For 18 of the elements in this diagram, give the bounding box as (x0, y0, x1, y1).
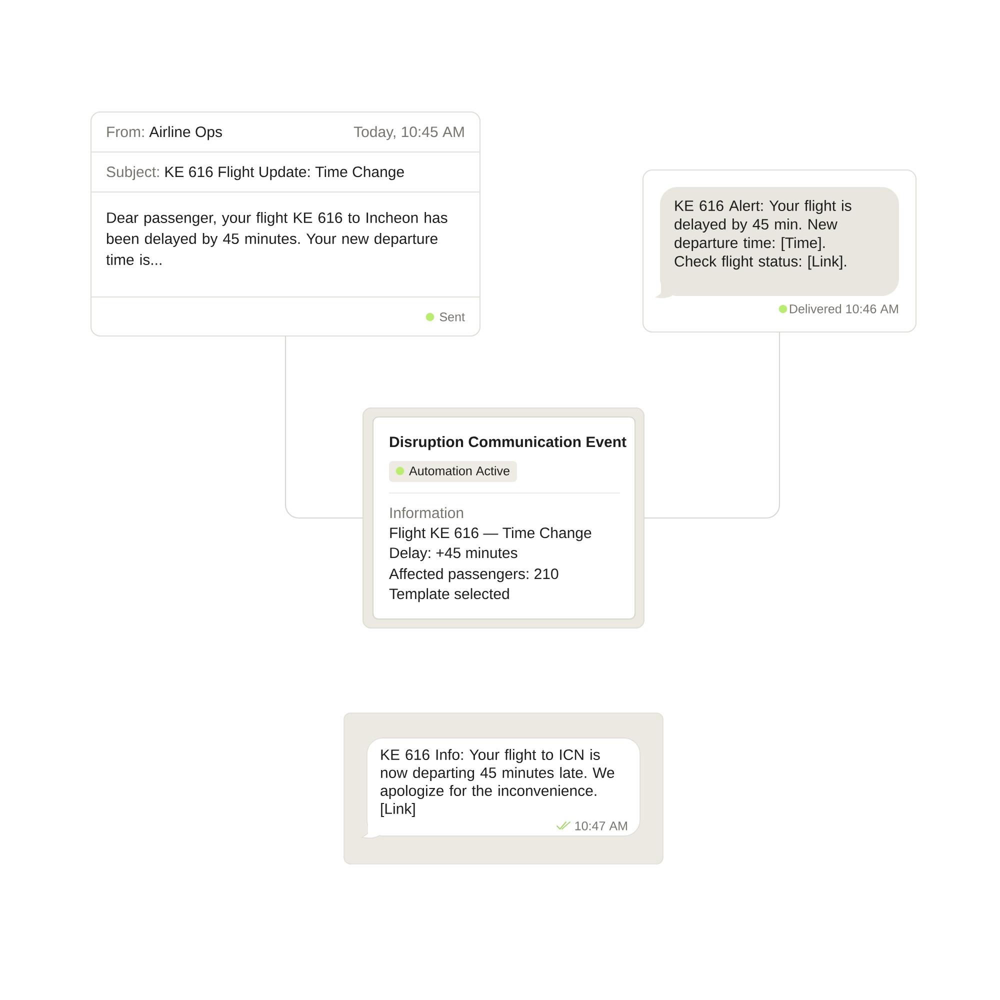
connector-line (284, 336, 363, 519)
connector-line (644, 332, 780, 519)
info-line: Affected passengers: 210 (389, 568, 558, 582)
timestamp: Today, 10:45 AM (354, 126, 464, 140)
info-line: Template selected (389, 588, 509, 602)
info-line: Flight KE 616 — Time Change (390, 527, 592, 542)
field-label: Subject: (106, 166, 159, 180)
status-badge: Automation Active (389, 461, 517, 482)
status-text: Sent (440, 312, 465, 322)
chat-bubble: KE 616 Alert: Your flight is delayed by 45 min. New departure time: [Time]. Check flight status: [Link]. (655, 187, 899, 298)
sender-name: Airline Ops (149, 126, 222, 140)
section-heading: Information (390, 507, 464, 518)
status-text: Delivered 10:46 AM (790, 304, 898, 314)
subject-line: KE 616 Flight Update: Time Change (165, 166, 404, 180)
info-line: Delay: +45 minutes (390, 547, 518, 562)
card-title: Disruption Communication Event (390, 436, 626, 450)
field-label: From: (107, 126, 144, 138)
message-body: Dear passenger, your flight KE 616 to Incheon has been delayed by 45 minutes. Your new departure time is... (106, 212, 448, 266)
